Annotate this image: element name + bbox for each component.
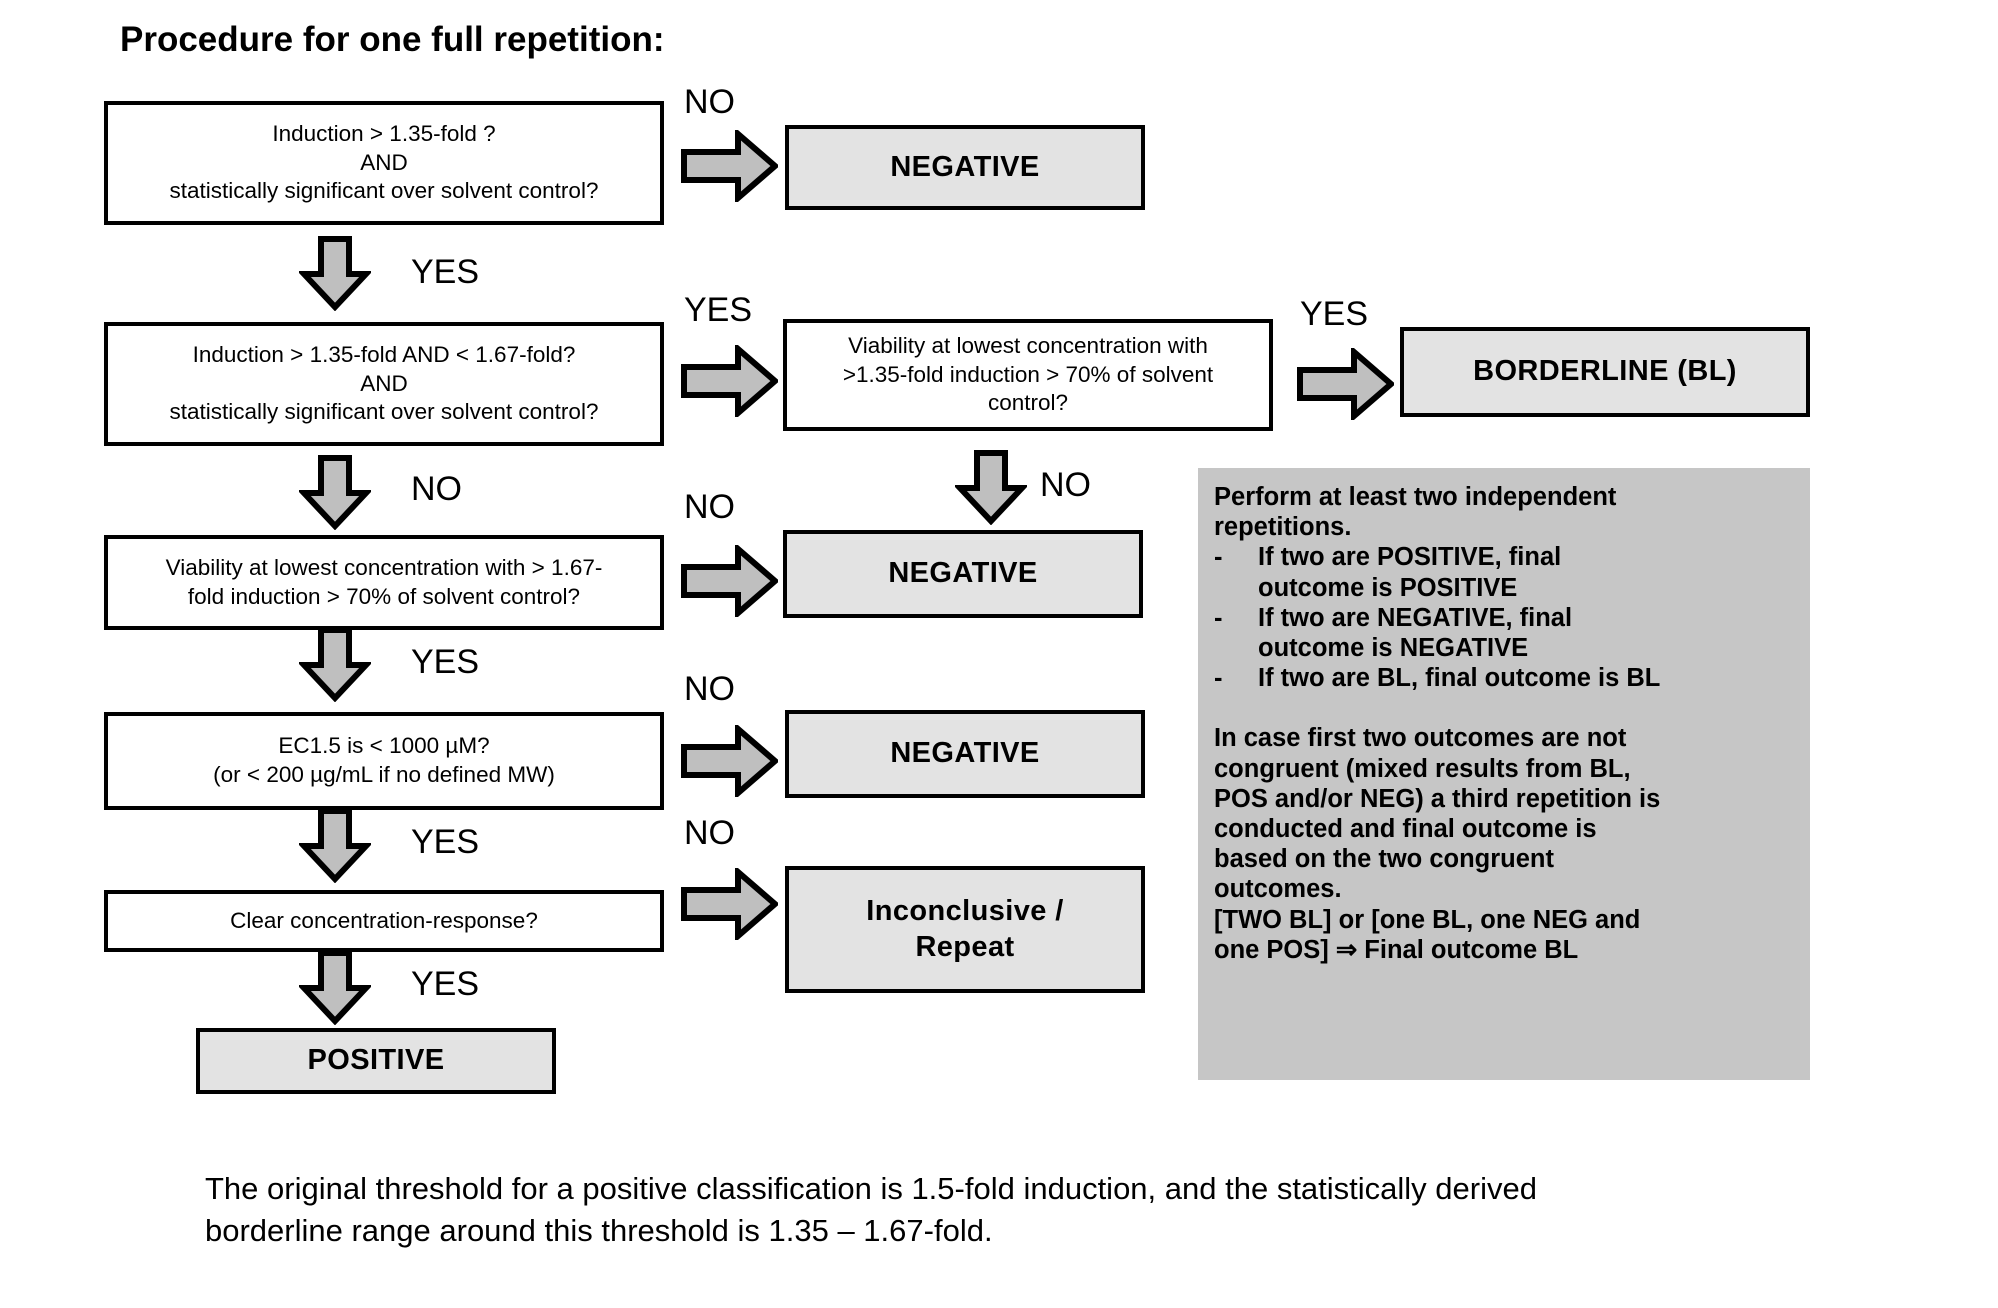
decision-line: fold induction > 70% of solvent control?	[187, 583, 581, 609]
decision-line: Induction > 1.35-fold AND < 1.67-fold?	[192, 342, 576, 368]
decision-line: (or < 200 µg/mL if no defined MW)	[213, 762, 555, 787]
note-para2-line: congruent (mixed results from BL,	[1214, 754, 1631, 783]
outcome-label: NEGATIVE	[890, 737, 1040, 770]
bullet-text: If two are NEGATIVE, final	[1258, 603, 1573, 632]
arrow-down-yes-1	[299, 236, 371, 311]
outcome-label: POSITIVE	[307, 1044, 445, 1077]
decision-box-viability-135: Viability at lowest concentration with >…	[783, 319, 1273, 431]
caption: The original threshold for a positive cl…	[205, 1168, 1805, 1252]
arrow-right-no-1	[681, 130, 778, 202]
arrow-label-no-4: NO	[684, 488, 735, 526]
note-bullet: - If two are BL, final outcome is BL	[1214, 663, 1794, 693]
outcome-label: NEGATIVE	[888, 557, 1038, 590]
outcome-box-negative-2: NEGATIVE	[783, 530, 1143, 618]
note-para2-line: based on the two congruent	[1214, 845, 1555, 874]
note-intro-line: repetitions.	[1214, 513, 1352, 542]
note-para2-line: outcomes.	[1214, 875, 1342, 904]
arrow-down-yes-4	[299, 627, 371, 702]
decision-line: Viability at lowest concentration with >…	[165, 554, 603, 580]
arrow-label-yes-4: YES	[411, 643, 480, 681]
arrow-label-no-5: NO	[684, 670, 735, 708]
outcome-label: Repeat	[915, 930, 1015, 963]
note-spacer	[1214, 693, 1794, 723]
decision-line: Clear concentration-response?	[230, 907, 538, 933]
decision-line: statistically significant over solvent c…	[169, 178, 599, 204]
arrow-down-yes-5	[299, 808, 371, 883]
note-para3-line: [TWO BL] or [one BL, one NEG and	[1214, 905, 1641, 934]
decision-line: Induction > 1.35-fold ?	[272, 121, 496, 147]
arrow-right-yes-2	[681, 345, 778, 417]
decision-box-induction-135-167: Induction > 1.35-fold AND < 1.67-fold? A…	[104, 322, 664, 446]
decision-box-clear-response: Clear concentration-response?	[104, 890, 664, 952]
decision-line: AND	[360, 370, 408, 396]
arrow-down-yes-6	[299, 950, 371, 1025]
arrow-right-no-5	[681, 725, 778, 797]
note-para3-line: one POS] ⇒ Final outcome BL	[1214, 935, 1579, 964]
note-para2-line: conducted and final outcome is	[1214, 815, 1597, 844]
arrow-label-yes-3: YES	[1300, 295, 1369, 333]
arrow-label-yes-2: YES	[684, 291, 753, 329]
arrow-label-yes-6: YES	[411, 965, 480, 1003]
decision-line: EC1.5 is < 1000 µM?	[278, 733, 490, 759]
bullet-text: If two are POSITIVE, final	[1258, 543, 1562, 572]
bullet-text: outcome is POSITIVE	[1258, 573, 1518, 602]
decision-box-viability-167: Viability at lowest concentration with >…	[104, 535, 664, 630]
bullet-text: outcome is NEGATIVE	[1258, 634, 1529, 663]
arrow-right-yes-3	[1297, 348, 1394, 420]
bullet-dash: -	[1214, 543, 1223, 572]
decision-line: AND	[360, 149, 408, 175]
arrow-label-no-6: NO	[684, 814, 735, 852]
decision-box-ec15: EC1.5 is < 1000 µM? (or < 200 µg/mL if n…	[104, 712, 664, 810]
decision-line: control?	[987, 390, 1069, 416]
arrow-label-no-1: NO	[684, 83, 735, 121]
outcome-box-negative-3: NEGATIVE	[785, 710, 1145, 798]
bullet-dash: -	[1214, 603, 1223, 632]
bullet-indent	[1214, 633, 1258, 663]
note-bullet-cont: outcome is NEGATIVE	[1214, 633, 1794, 663]
arrow-label-no-2: NO	[411, 470, 462, 508]
note-bullet: - If two are NEGATIVE, final	[1214, 603, 1794, 633]
note-para2-line: In case first two outcomes are not	[1214, 724, 1627, 753]
note-bullet-cont: outcome is POSITIVE	[1214, 573, 1794, 603]
outcome-box-positive: POSITIVE	[196, 1028, 556, 1094]
outcome-box-negative-1: NEGATIVE	[785, 125, 1145, 210]
outcome-label: NEGATIVE	[890, 150, 1040, 183]
arrow-right-no-6	[681, 868, 778, 940]
arrow-down-no-3	[955, 450, 1027, 525]
arrow-label-yes-5: YES	[411, 823, 480, 861]
outcome-box-inconclusive: Inconclusive / Repeat	[785, 866, 1145, 993]
page-title: Procedure for one full repetition:	[120, 20, 665, 59]
outcome-label: BORDERLINE (BL)	[1473, 355, 1737, 388]
outcome-label: Inconclusive /	[866, 895, 1064, 928]
arrow-down-no-2	[299, 455, 371, 530]
bullet-text: If two are BL, final outcome is BL	[1258, 664, 1661, 693]
arrow-label-no-3: NO	[1040, 466, 1091, 504]
arrow-label-yes-1: YES	[411, 253, 480, 291]
decision-line: >1.35-fold induction > 70% of solvent	[842, 361, 1214, 387]
outcome-box-borderline: BORDERLINE (BL)	[1400, 327, 1810, 417]
decision-box-induction-135: Induction > 1.35-fold ? AND statisticall…	[104, 101, 664, 225]
note-para2-line: POS and/or NEG) a third repetition is	[1214, 784, 1661, 813]
decision-line: statistically significant over solvent c…	[169, 399, 599, 425]
caption-line-2: borderline range around this threshold i…	[205, 1212, 993, 1248]
caption-line-1: The original threshold for a positive cl…	[205, 1171, 1537, 1206]
decision-line: Viability at lowest concentration with	[848, 333, 1208, 359]
arrow-right-no-4	[681, 545, 778, 617]
note-bullet: - If two are POSITIVE, final	[1214, 542, 1794, 572]
bullet-indent	[1214, 573, 1258, 603]
bullet-dash: -	[1214, 664, 1223, 693]
note-intro-line: Perform at least two independent	[1214, 483, 1617, 511]
note-panel: Perform at least two independent repetit…	[1198, 468, 1810, 1080]
